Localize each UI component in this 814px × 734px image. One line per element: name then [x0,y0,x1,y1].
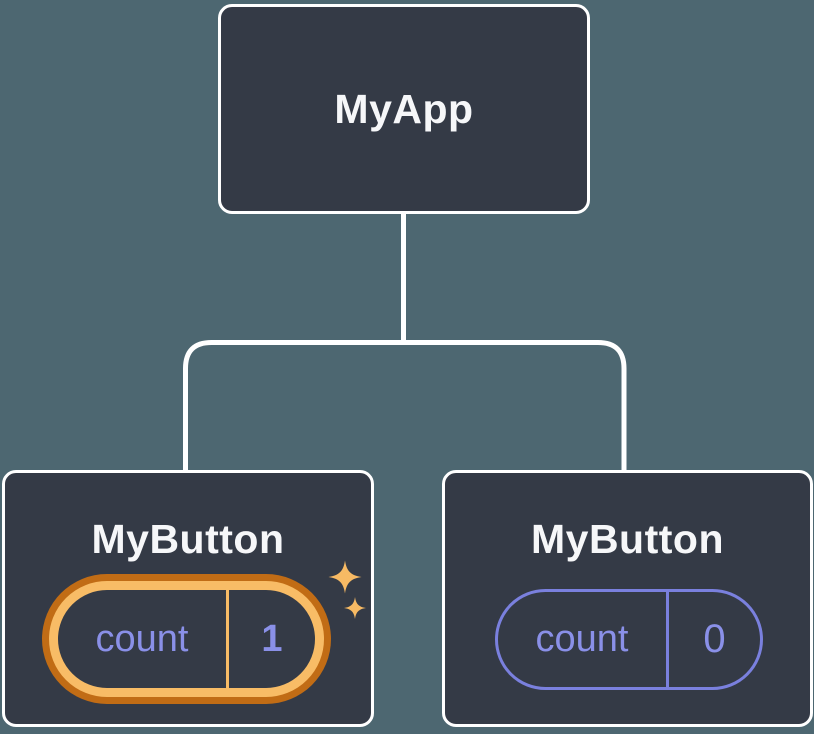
state-name-cell: count [498,592,669,687]
state-value-cell: 0 [669,592,760,687]
component-label: MyButton [91,516,285,562]
state-pill-highlighted: count 1 [42,574,331,704]
state-pill: count 0 [495,589,763,690]
component-node-mybutton-left: MyButton count 1 [2,470,374,727]
state-name-cell: count [58,590,229,688]
component-label: MyButton [530,516,724,562]
component-label: MyApp [334,85,474,132]
state-name: count [535,618,629,660]
state-pill-inner: count 1 [49,581,324,697]
state-value-cell: 1 [229,590,315,688]
component-node-myapp: MyApp [218,4,590,214]
component-node-mybutton-right: MyButton count 0 [442,470,813,727]
state-value: 1 [261,617,283,660]
state-name: count [95,617,189,660]
state-value: 0 [703,617,726,661]
sparkle-icon [328,560,366,619]
